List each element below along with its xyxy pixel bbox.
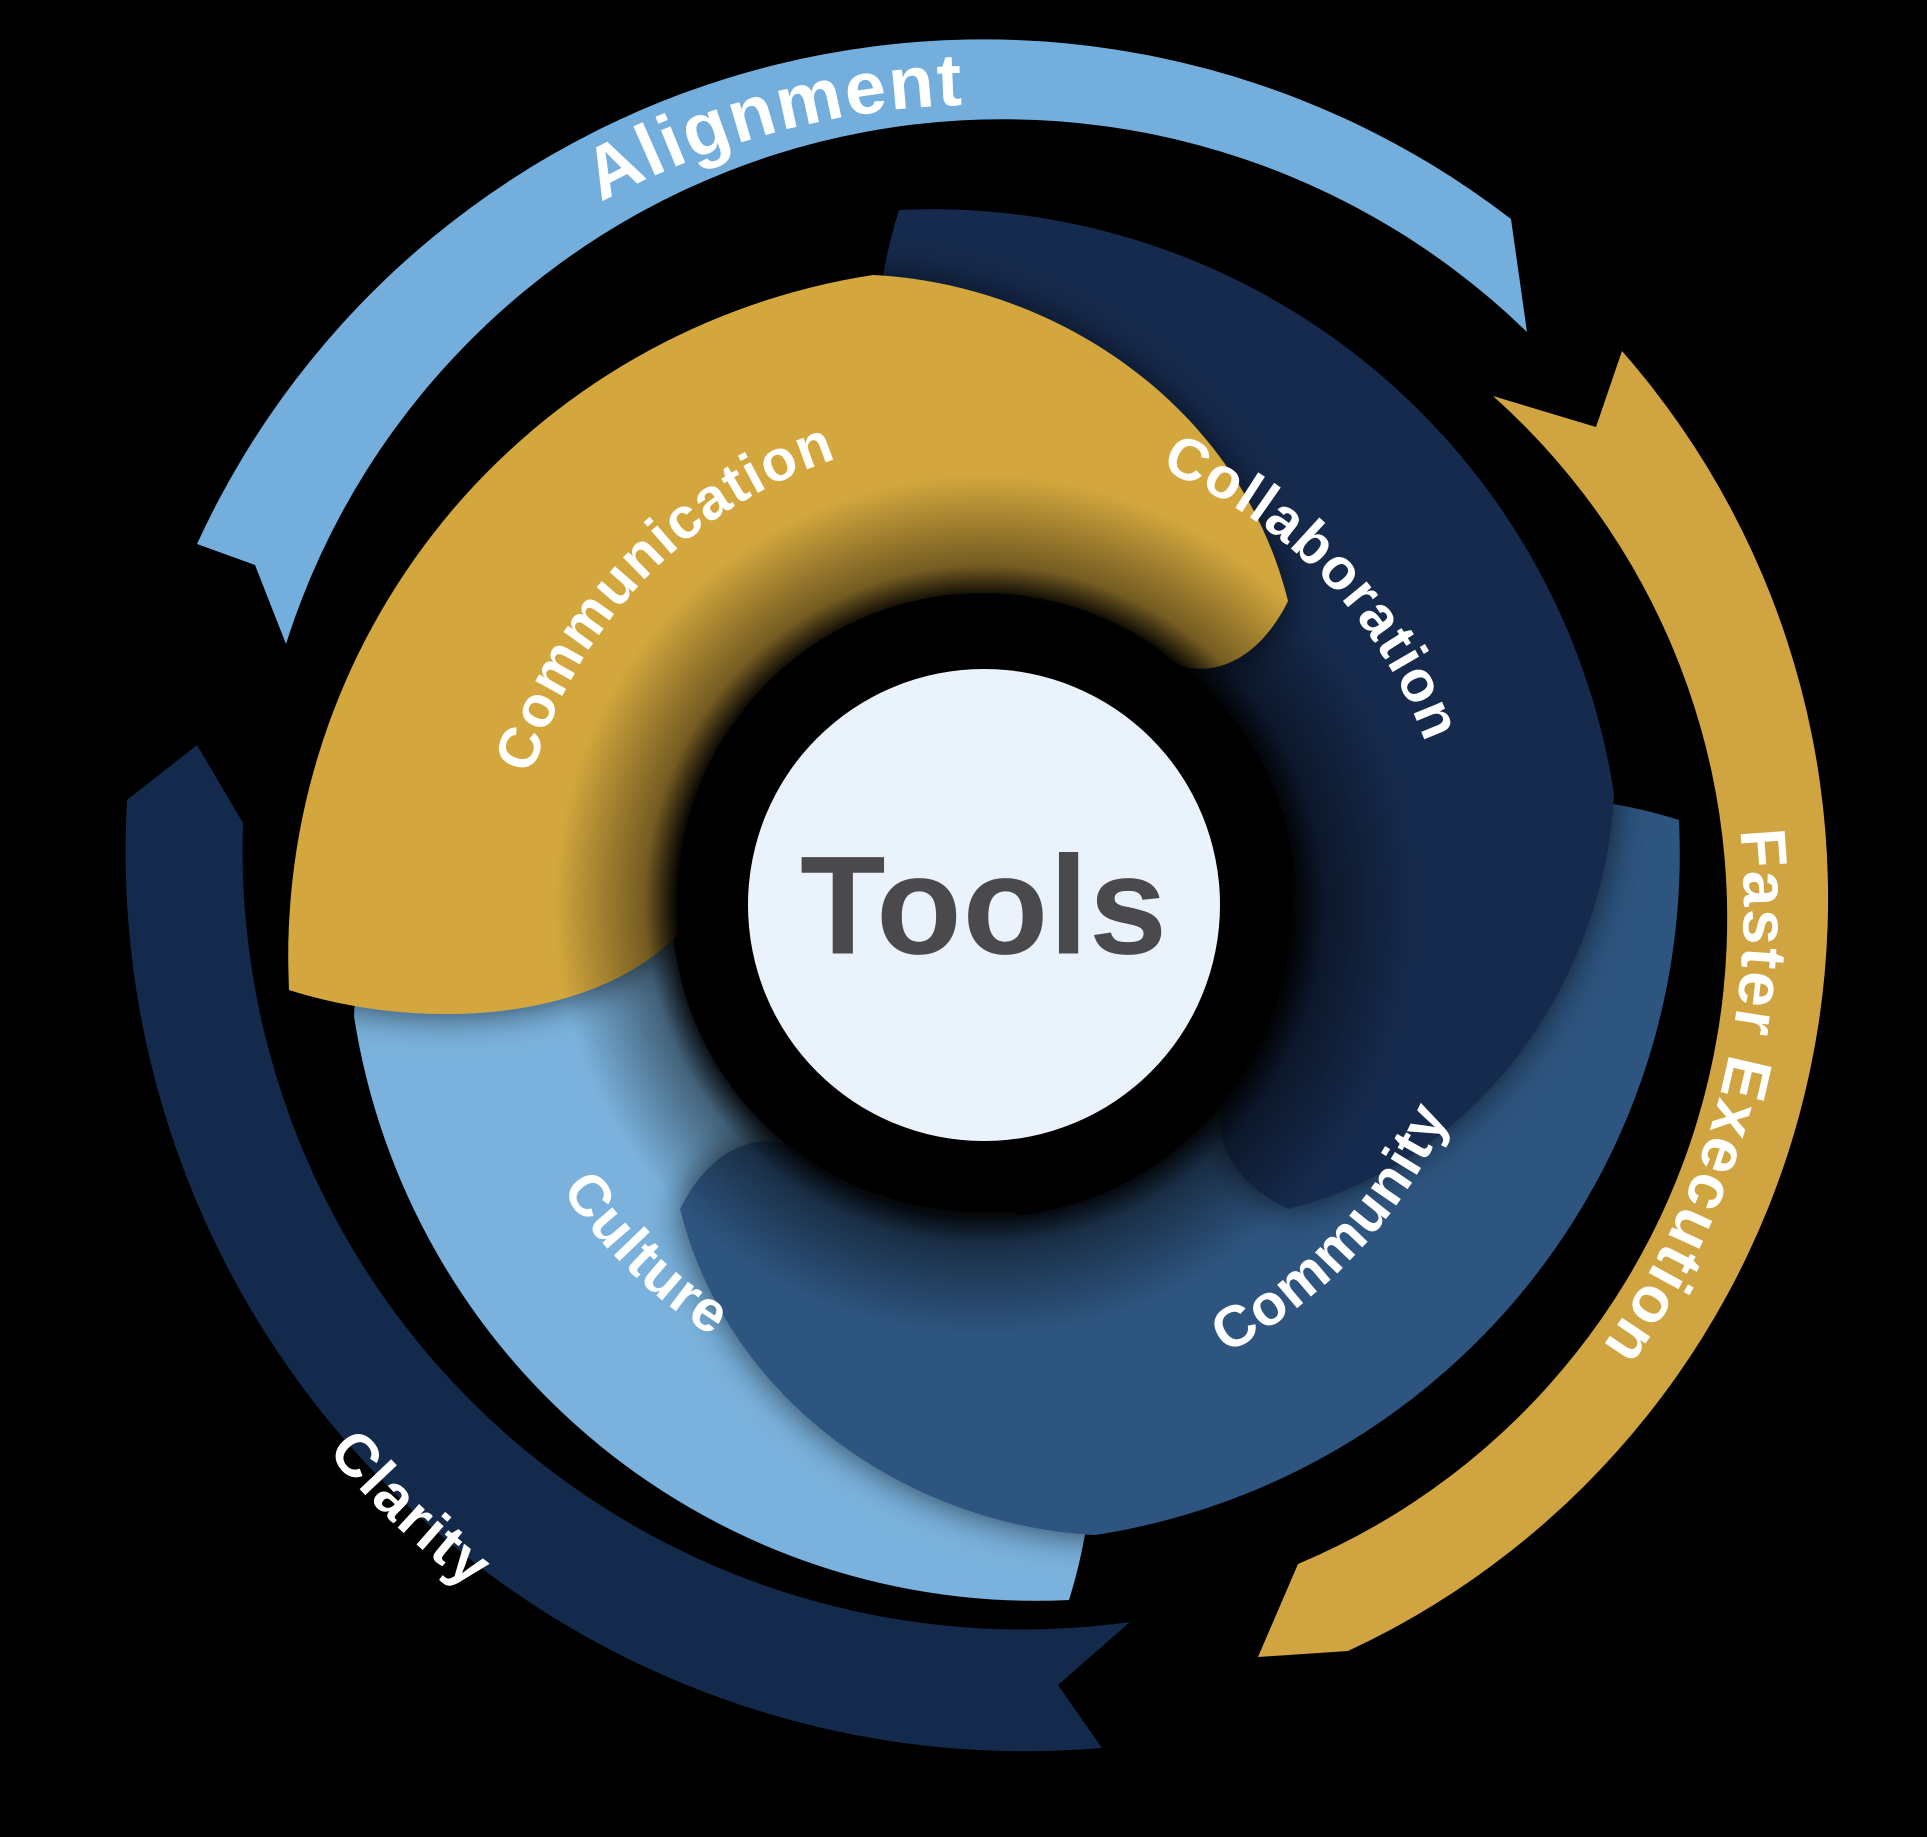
hub: Tools (554, 475, 1414, 1335)
hub-circle (748, 669, 1220, 1141)
clarity-arrow-arc (125, 745, 1131, 1752)
faster-execution-arrow-arc (1258, 351, 1829, 1657)
hub-label: Tools (800, 827, 1168, 984)
alignment-arrow-arc (197, 39, 1527, 644)
